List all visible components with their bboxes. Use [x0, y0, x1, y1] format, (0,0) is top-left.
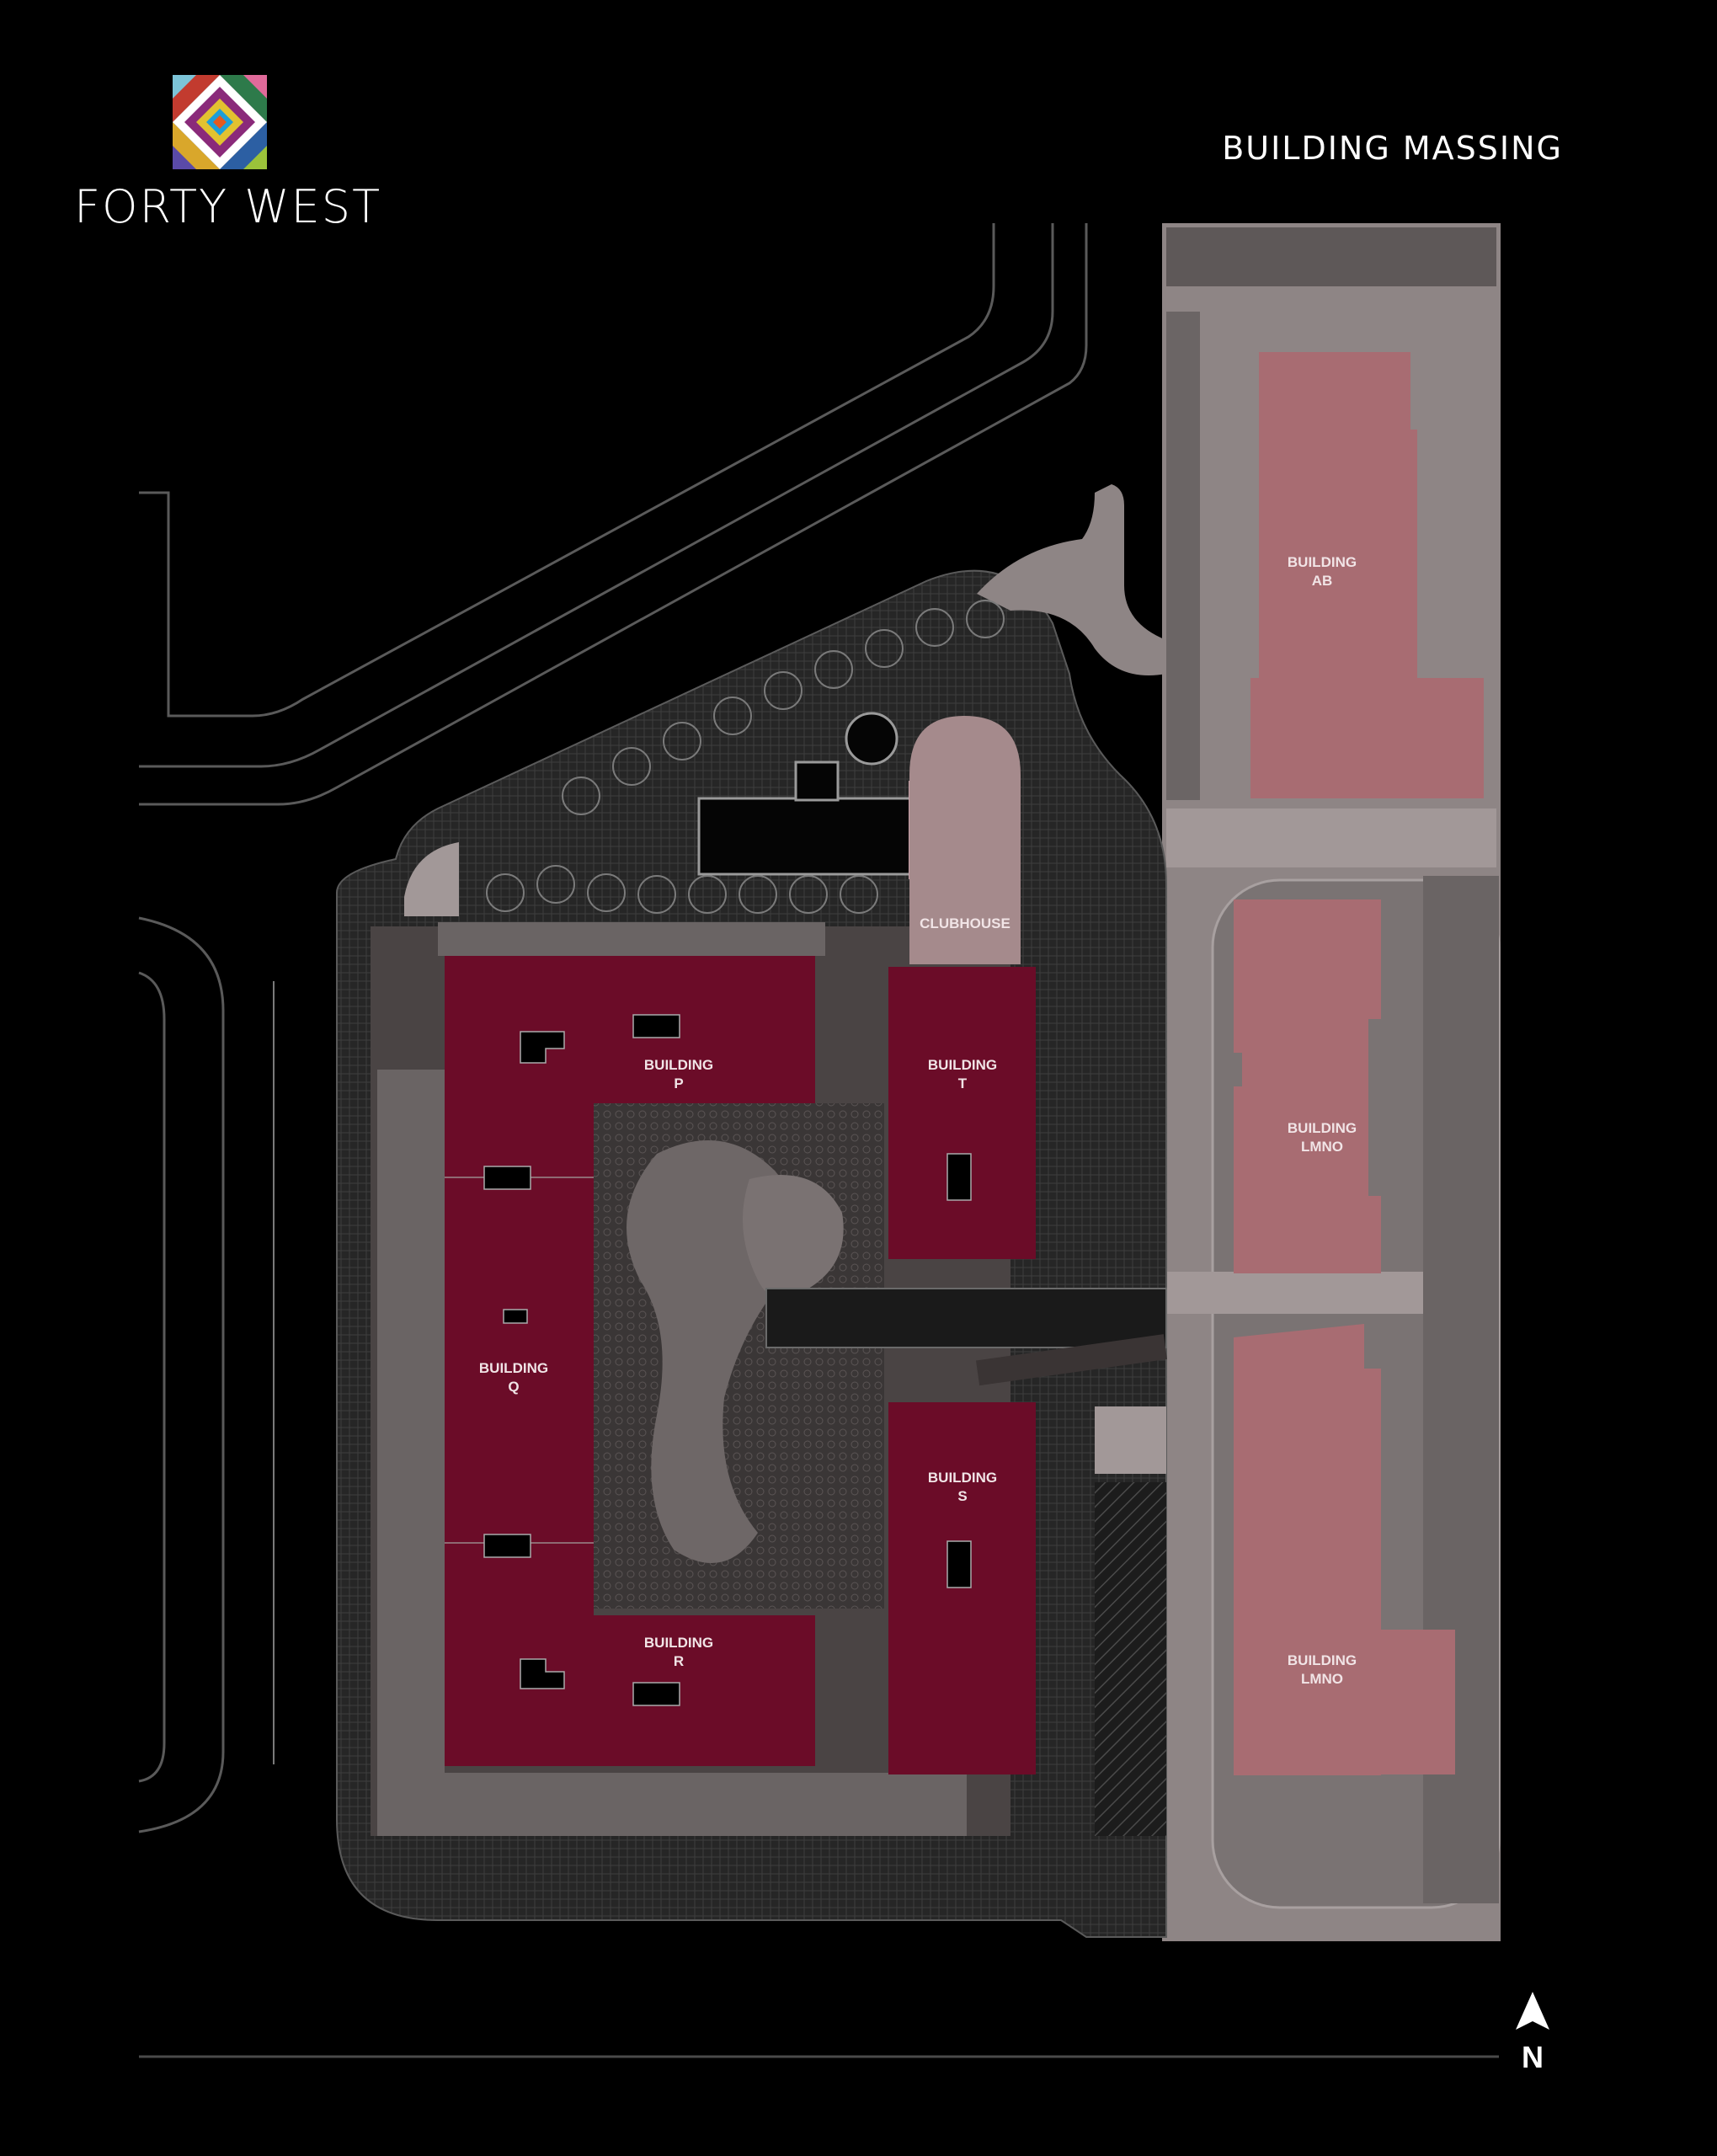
building-ab: [1250, 352, 1484, 798]
building-lmno-north: [1234, 899, 1381, 1273]
brand-name: FORTY WEST: [74, 180, 382, 233]
clubhouse-label: CLUBHOUSE: [920, 915, 1010, 931]
building-lmno-north-label-1: BUILDING: [1288, 1120, 1357, 1136]
road-lines: [138, 223, 1499, 2058]
clubhouse: [909, 716, 1021, 964]
north-label: N: [1522, 2040, 1544, 2074]
building-s-label-1: BUILDING: [928, 1470, 997, 1486]
building-p: [445, 956, 815, 1177]
amenity-strip: [765, 1288, 1167, 1348]
building-r-label-2: R: [674, 1653, 684, 1669]
light-wells: [483, 1014, 972, 1706]
building-q-label-2: Q: [508, 1379, 519, 1395]
building-p-label-2: P: [674, 1075, 683, 1091]
building-q: [445, 1177, 594, 1543]
building-t-label-2: T: [958, 1075, 968, 1091]
building-t-label-1: BUILDING: [928, 1057, 997, 1073]
building-s: [888, 1402, 1036, 1774]
building-lmno-south: [1234, 1324, 1455, 1775]
building-lmno-south-label-1: BUILDING: [1288, 1652, 1357, 1668]
building-r: [445, 1543, 815, 1766]
page-title: BUILDING MASSING: [1222, 130, 1563, 167]
building-lmno-south-label-2: LMNO: [1301, 1671, 1343, 1687]
building-lmno-north-label-2: LMNO: [1301, 1139, 1343, 1155]
building-ab-label-1: BUILDING: [1288, 554, 1357, 570]
building-t: [888, 967, 1036, 1259]
tree-canopy: [486, 600, 1005, 914]
building-r-label-1: BUILDING: [644, 1635, 713, 1651]
building-p-label-1: BUILDING: [644, 1057, 713, 1073]
north-arrow-icon: N: [1516, 1992, 1549, 2074]
building-ab-label-2: AB: [1312, 573, 1333, 589]
quilt-pattern-logo-icon: [173, 75, 267, 169]
building-q-label-1: BUILDING: [479, 1360, 548, 1376]
building-s-label-2: S: [957, 1488, 967, 1504]
